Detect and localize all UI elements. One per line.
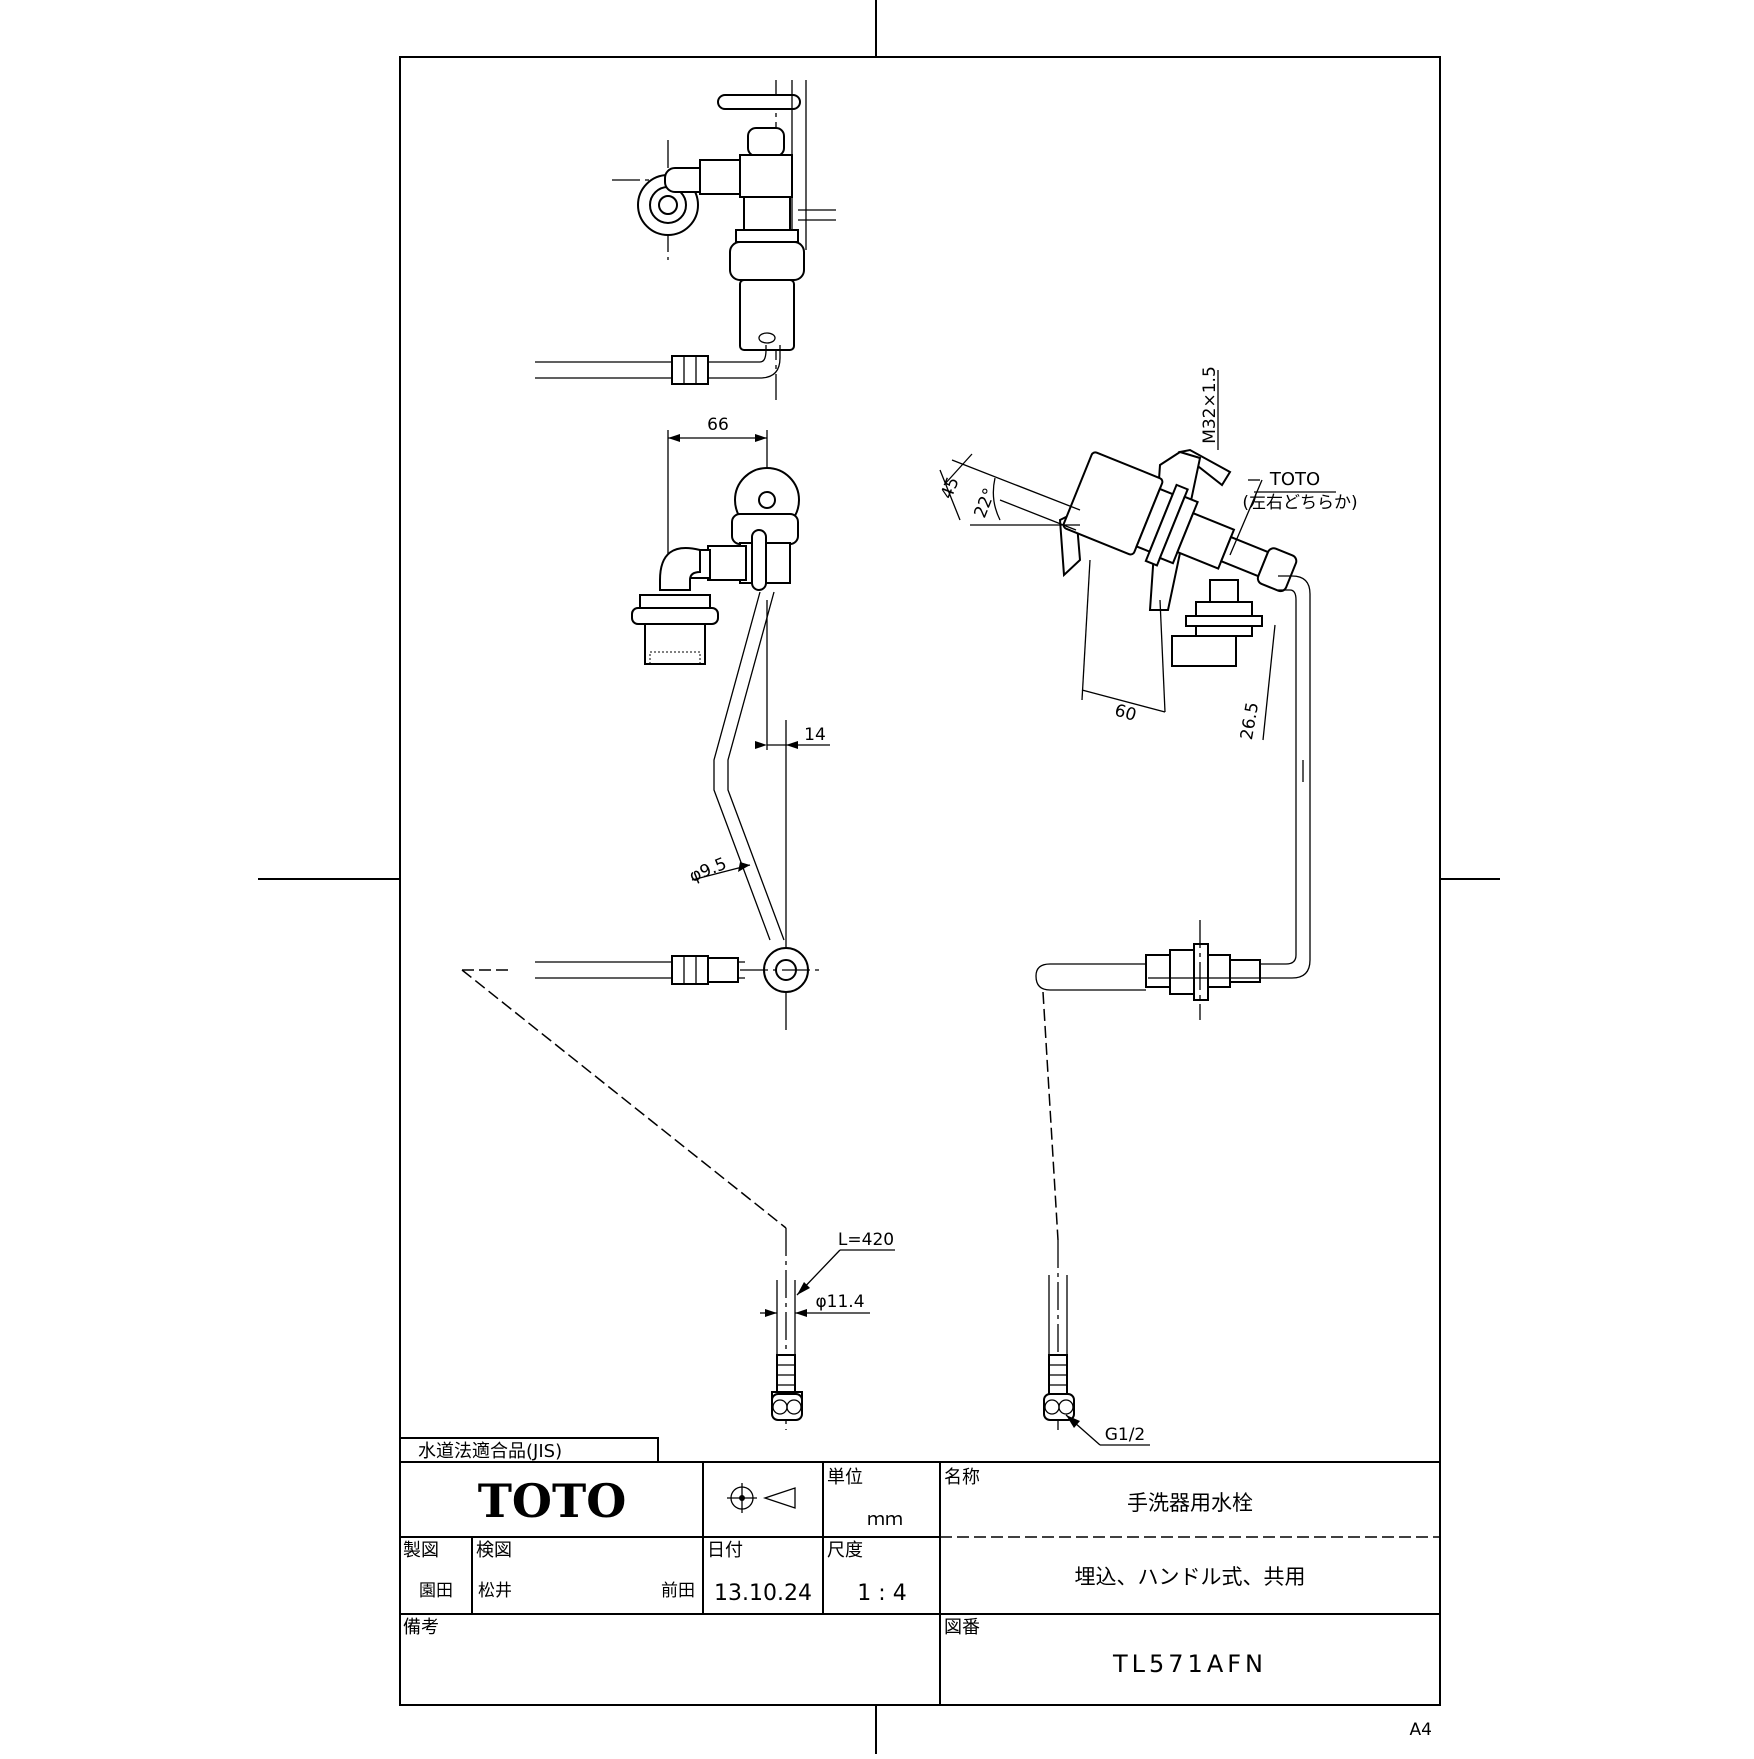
scale-value: 1 : 4 [857, 1581, 906, 1606]
drawn-label: 製図 [403, 1540, 439, 1561]
title-block: 水道法適合品(JIS) TOTO 単位 ｍｍ 名称 手洗器用水栓 製図 園田 検… [399, 1437, 1440, 1740]
dimension-14: 14 [804, 725, 826, 745]
toto-logo: TOTO [478, 1474, 627, 1528]
drawing-number: TL571AFN [1112, 1650, 1267, 1678]
drawing-number-label: 図番 [944, 1617, 980, 1638]
product-name: 手洗器用水栓 [1127, 1491, 1253, 1515]
remarks-label: 備考 [403, 1617, 439, 1638]
dimension-26-5: 26.5 [1237, 701, 1263, 742]
drawing-frame [399, 56, 1441, 1706]
dimension-phi-11-4: φ11.4 [815, 1292, 864, 1312]
top-view [535, 80, 836, 400]
checked-by-2: 前田 [661, 1581, 695, 1601]
dimension-66: 66 [707, 415, 729, 435]
dimension-l-420: L=420 [838, 1230, 894, 1250]
unit-label: 単位 [827, 1467, 863, 1488]
dimension-45: 45 [937, 474, 964, 502]
dimension-g-1-2: G1/2 [1105, 1425, 1146, 1445]
dimension-22-deg: 22° [970, 485, 1000, 520]
checked-by-1: 松井 [478, 1581, 512, 1601]
compliance-label: 水道法適合品(JIS) [418, 1441, 562, 1462]
left-hose-detail: L=420 φ11.4 [461, 969, 895, 1430]
scale-label: 尺度 [827, 1540, 863, 1561]
product-description: 埋込、ハンドル式、共用 [1075, 1565, 1306, 1589]
dimension-m32: M32×1.5 [1200, 366, 1220, 444]
third-angle-projection-icon [727, 1483, 796, 1513]
unit-value: ｍｍ [867, 1509, 903, 1530]
date-value: 13.10.24 [714, 1581, 812, 1606]
drawn-by: 園田 [419, 1581, 453, 1601]
front-view: 66 14 φ9.5 [535, 415, 830, 1030]
callout-toto-mark: TOTO [1269, 469, 1320, 490]
side-view: M32×1.5 [937, 366, 1358, 1446]
date-label: 日付 [707, 1540, 743, 1561]
name-label: 名称 [944, 1467, 980, 1488]
callout-toto-side: (左右どちらか) [1242, 493, 1357, 513]
checked-label: 検図 [476, 1540, 512, 1561]
dimension-phi-9-5: φ9.5 [687, 854, 730, 887]
paper-size: A4 [1410, 1720, 1432, 1740]
